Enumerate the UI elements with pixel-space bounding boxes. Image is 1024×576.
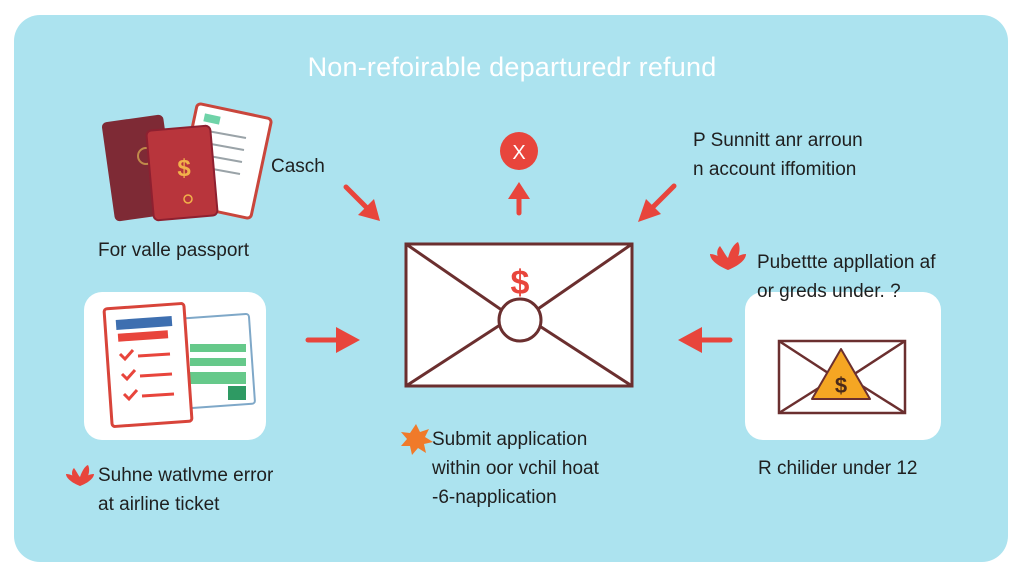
passport-dollar-icon: $ — [177, 155, 191, 182]
casch-label: Casch — [271, 156, 325, 177]
arrow-left-in — [305, 327, 360, 353]
arrow-right-in — [678, 327, 733, 353]
envelope-icon: $ — [404, 242, 634, 388]
warning-dollar-icon: $ — [835, 373, 847, 398]
submit-account-label: P Sunnitt anr arroun n account iffomitio… — [693, 130, 863, 180]
warning-icon — [811, 348, 871, 400]
envelope-dollar-icon: $ — [511, 264, 530, 302]
child-under-label: R chilider under 12 — [758, 458, 918, 479]
reject-icon: X — [500, 132, 538, 170]
arrow-up — [508, 182, 530, 216]
valle-passport-label: For valle passport — [98, 240, 250, 261]
error-label: Suhne watlvme error at airline ticket — [98, 465, 274, 515]
leaf-icon-right — [710, 242, 746, 270]
passport-icon: $ — [101, 102, 273, 222]
arrow-casch — [343, 184, 380, 221]
pubette-label: Pubettte appllation af or greds under. ? — [757, 252, 936, 302]
submit-application-label: Submit application within oor vchil hoat… — [432, 429, 599, 508]
warning-envelope-icon: $ — [777, 339, 907, 415]
checklist-icon — [102, 302, 256, 428]
svg-text:X: X — [512, 142, 525, 164]
page-title: Non-refoirable departuredr refund — [307, 52, 717, 82]
star-icon — [401, 424, 433, 455]
arrow-account — [638, 183, 677, 222]
leaf-icon-left — [66, 465, 94, 486]
